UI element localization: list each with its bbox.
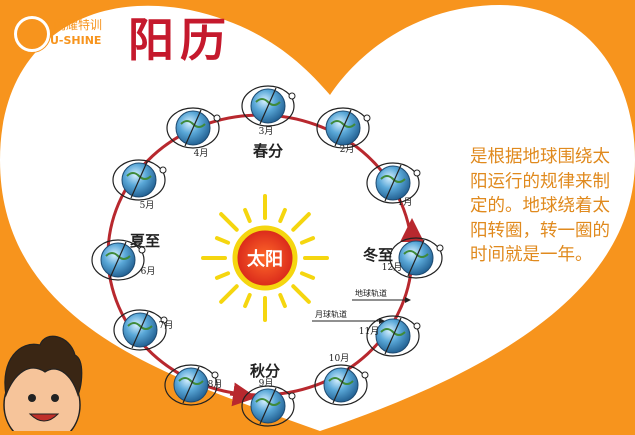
cartoon-child — [3, 335, 83, 435]
moon-icon — [211, 371, 219, 379]
sun-ray — [214, 271, 231, 280]
sun-ray — [219, 212, 239, 232]
moon-orbit-loops — [91, 85, 443, 427]
ushine-logo: 闪耀特训 U-SHINE — [14, 12, 124, 58]
sun-ray — [214, 236, 231, 245]
logo-english: U-SHINE — [50, 34, 102, 47]
season-summer: 夏至 — [129, 232, 160, 250]
earth-icon — [121, 161, 167, 199]
moon-icon — [413, 169, 421, 177]
month-label-1: 1月 — [398, 197, 413, 208]
month-label-6: 6月 — [141, 266, 156, 277]
earth-icon — [375, 164, 421, 202]
moon-icon — [213, 114, 221, 122]
moon-icon — [288, 392, 296, 400]
earth-icon — [398, 239, 444, 277]
earth-axis — [384, 317, 402, 355]
month-label-2: 2月 — [340, 144, 355, 155]
earth-icon — [323, 366, 369, 404]
sun-label: 太阳 — [247, 248, 283, 270]
moon-orbit-loop — [241, 85, 295, 127]
moon-icon — [159, 166, 167, 174]
earth-icon — [325, 109, 371, 147]
moon-orbit-loop — [366, 162, 420, 204]
moon-icon — [413, 322, 421, 330]
sun-ray — [299, 236, 316, 245]
earth-icon — [175, 109, 221, 147]
earth-axis — [384, 164, 402, 202]
moon-icon — [160, 316, 168, 324]
sun — [232, 225, 298, 291]
sun-ray — [291, 212, 311, 232]
season-autumn: 秋分 — [250, 362, 280, 380]
month-label-8: 8月 — [208, 379, 223, 390]
sun-rays — [201, 194, 329, 322]
moon-orbit-loop — [241, 385, 295, 427]
earth-axis — [130, 161, 148, 199]
earth-axis — [259, 87, 277, 125]
season-spring: 春分 — [253, 142, 283, 160]
page-title: 阳历 — [128, 13, 232, 67]
earth-axis — [334, 109, 352, 147]
sun-ray — [291, 284, 311, 304]
earth-positions: 1月 2月 3月 4月 5月 6月 7月 8月 9月 10月 11月 12月 — [100, 87, 444, 425]
season-winter: 冬至 — [363, 246, 393, 264]
earth-icon — [122, 311, 168, 349]
sun-ray — [243, 207, 252, 224]
moon-orbit-loop — [316, 107, 370, 149]
moon-orbit-loop — [314, 364, 368, 406]
month-label-10: 10月 — [329, 353, 349, 364]
moon-orbit-loop — [166, 107, 220, 149]
earth-icon — [250, 87, 296, 125]
earth-icon — [375, 317, 421, 355]
month-label-9: 9月 — [259, 378, 274, 389]
heart-background — [0, 5, 635, 431]
moon-icon — [363, 114, 371, 122]
moon-orbit-loop — [112, 159, 166, 201]
moon-orbit-loop — [164, 364, 218, 406]
earth-axis — [109, 241, 127, 279]
moon-orbit-label: 月球轨道 — [315, 309, 347, 319]
moon-orbit-loop — [366, 315, 420, 357]
earth-axis — [407, 239, 425, 277]
moon-icon — [288, 92, 296, 100]
sun-ray — [278, 207, 287, 224]
sun-ray — [243, 292, 252, 309]
logo-mark-icon — [14, 16, 50, 52]
month-label-5: 5月 — [140, 200, 155, 211]
month-label-7: 7月 — [159, 320, 174, 331]
orbit-arrow-bottom — [229, 382, 257, 407]
earth-orbit-label: 地球轨道 — [355, 288, 387, 298]
sun-ray — [299, 271, 316, 280]
month-label-4: 4月 — [194, 148, 209, 159]
earth-axis — [182, 366, 200, 404]
moon-orbit-loop — [91, 239, 145, 281]
moon-orbit-loop — [389, 237, 443, 279]
sun-ray — [219, 284, 239, 304]
month-label-11: 11月 — [359, 326, 379, 337]
moon-icon — [436, 244, 444, 252]
earth-icon — [100, 241, 146, 279]
earth-axis — [184, 109, 202, 147]
month-label-3: 3月 — [259, 126, 274, 137]
moon-icon — [138, 246, 146, 254]
earth-axis — [131, 311, 149, 349]
earth-icon — [173, 366, 219, 404]
logo-chinese: 闪耀特训 — [54, 18, 103, 32]
earth-axis — [259, 387, 277, 425]
description-text: 是根据地球围绕太阳运行的规律来制定的。地球绕着太阳转圈，转一圈的时间就是一年。 — [470, 147, 610, 265]
month-label-12: 12月 — [382, 262, 402, 273]
earth-icon — [250, 387, 296, 425]
moon-icon — [361, 371, 369, 379]
sun-ray — [278, 292, 287, 309]
earth-axis — [332, 366, 350, 404]
moon-orbit-loop — [113, 309, 167, 351]
